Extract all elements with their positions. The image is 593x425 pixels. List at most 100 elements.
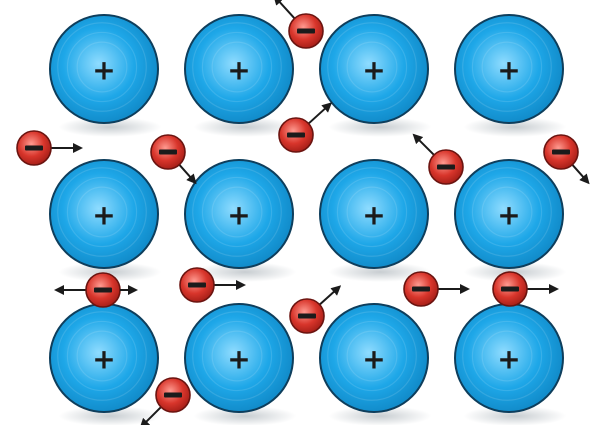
ion-shading-ring [471,176,543,248]
electron-motion-arrow [273,0,296,20]
free-electron [139,377,191,425]
free-electron [273,0,324,49]
ion-body [49,159,159,269]
ion-body [454,159,564,269]
ion-body [454,14,564,124]
ion-shadow [328,262,432,282]
ion-shading-ring [471,31,543,103]
electron-motion-arrow [571,164,590,185]
ion-shading-ring [462,311,552,401]
ion-shading-ring [66,320,138,392]
ion-shading-ring [76,186,128,238]
ion-shading-ring [346,41,398,93]
ion-shading-ring [481,186,533,238]
ion-charge-plus-sign: + [92,54,115,87]
ion-shading-ring [192,167,282,257]
positive-ion: + [184,159,294,269]
ion-charge-plus-sign: + [227,199,250,232]
ion-shading-ring [201,31,273,103]
ion-shading-ring [471,320,543,392]
ion-charge-plus-sign: + [92,343,115,376]
ion-shading-ring [57,22,147,112]
ion-charge-plus-sign: + [497,54,520,87]
ion-charge-plus-sign: + [362,343,385,376]
ion-shading-ring [327,311,417,401]
positive-ion: + [319,14,429,124]
free-electron [492,271,559,307]
ion-shading-ring [336,176,408,248]
ion-body [319,159,429,269]
positive-ion: + [454,303,564,413]
electron-charge-minus-sign [501,286,519,292]
ion-charge-plus-sign: + [227,54,250,87]
ion-shading-ring [327,22,417,112]
ion-shading-ring [66,31,138,103]
positive-ion: + [184,303,294,413]
free-electron [54,272,121,308]
free-electron [150,134,197,185]
ion-shading-ring [211,41,263,93]
free-electron [179,267,246,303]
ion-shading-ring [481,330,533,382]
free-electron [289,285,342,334]
free-electron [412,133,464,185]
free-electron [543,134,590,185]
ion-shadow [193,117,297,137]
ion-shading-ring [336,31,408,103]
ion-charge-plus-sign: + [92,199,115,232]
ion-shading-ring [57,167,147,257]
positive-ion: + [319,159,429,269]
positive-ion: + [319,303,429,413]
electron-charge-minus-sign [297,28,315,34]
ion-shading-ring [66,176,138,248]
positive-ion: + [184,14,294,124]
ion-shading-ring [201,176,273,248]
ion-shading-ring [76,41,128,93]
electron-charge-minus-sign [159,149,177,155]
positive-ion: + [49,14,159,124]
ion-body [184,14,294,124]
electron-charge-minus-sign [287,132,305,138]
electron-charge-minus-sign [164,392,182,398]
free-electron [278,102,333,153]
ion-shading-ring [201,320,273,392]
positive-ion: + [454,14,564,124]
ion-shading-ring [346,330,398,382]
ion-shading-ring [336,320,408,392]
ion-shading-ring [192,22,282,112]
ion-shading-ring [211,330,263,382]
ion-shading-ring [327,167,417,257]
electron-motion-arrow [412,133,435,156]
electron-charge-minus-sign [188,282,206,288]
ion-shadows [58,117,567,425]
ion-charge-plus-sign: + [362,54,385,87]
ion-charge-plus-sign: + [362,199,385,232]
ion-shading-ring [346,186,398,238]
positive-ion: + [454,159,564,269]
electron-motion-arrow [307,102,333,125]
ion-shading-ring [76,330,128,382]
electron-motion-arrow [318,285,342,306]
electron-charge-minus-sign [94,287,112,293]
ion-shadow [193,406,297,425]
ion-shading-ring [192,311,282,401]
ion-body [184,303,294,413]
electron-charge-minus-sign [25,145,43,151]
ion-charge-plus-sign: + [497,199,520,232]
ion-body [49,14,159,124]
ion-shading-ring [481,41,533,93]
electron-motion-arrow [139,406,162,425]
ion-body [319,14,429,124]
positive-ion: + [49,159,159,269]
ion-shadow [328,406,432,425]
ion-shadow [328,117,432,137]
free-electron [403,271,470,307]
ion-shadow [463,406,567,425]
ion-shading-ring [462,167,552,257]
ion-shading-ring [211,186,263,238]
ion-shadow [58,117,162,137]
electron-charge-minus-sign [552,149,570,155]
electron-charge-minus-sign [298,313,316,319]
positive-ion: + [49,303,159,413]
